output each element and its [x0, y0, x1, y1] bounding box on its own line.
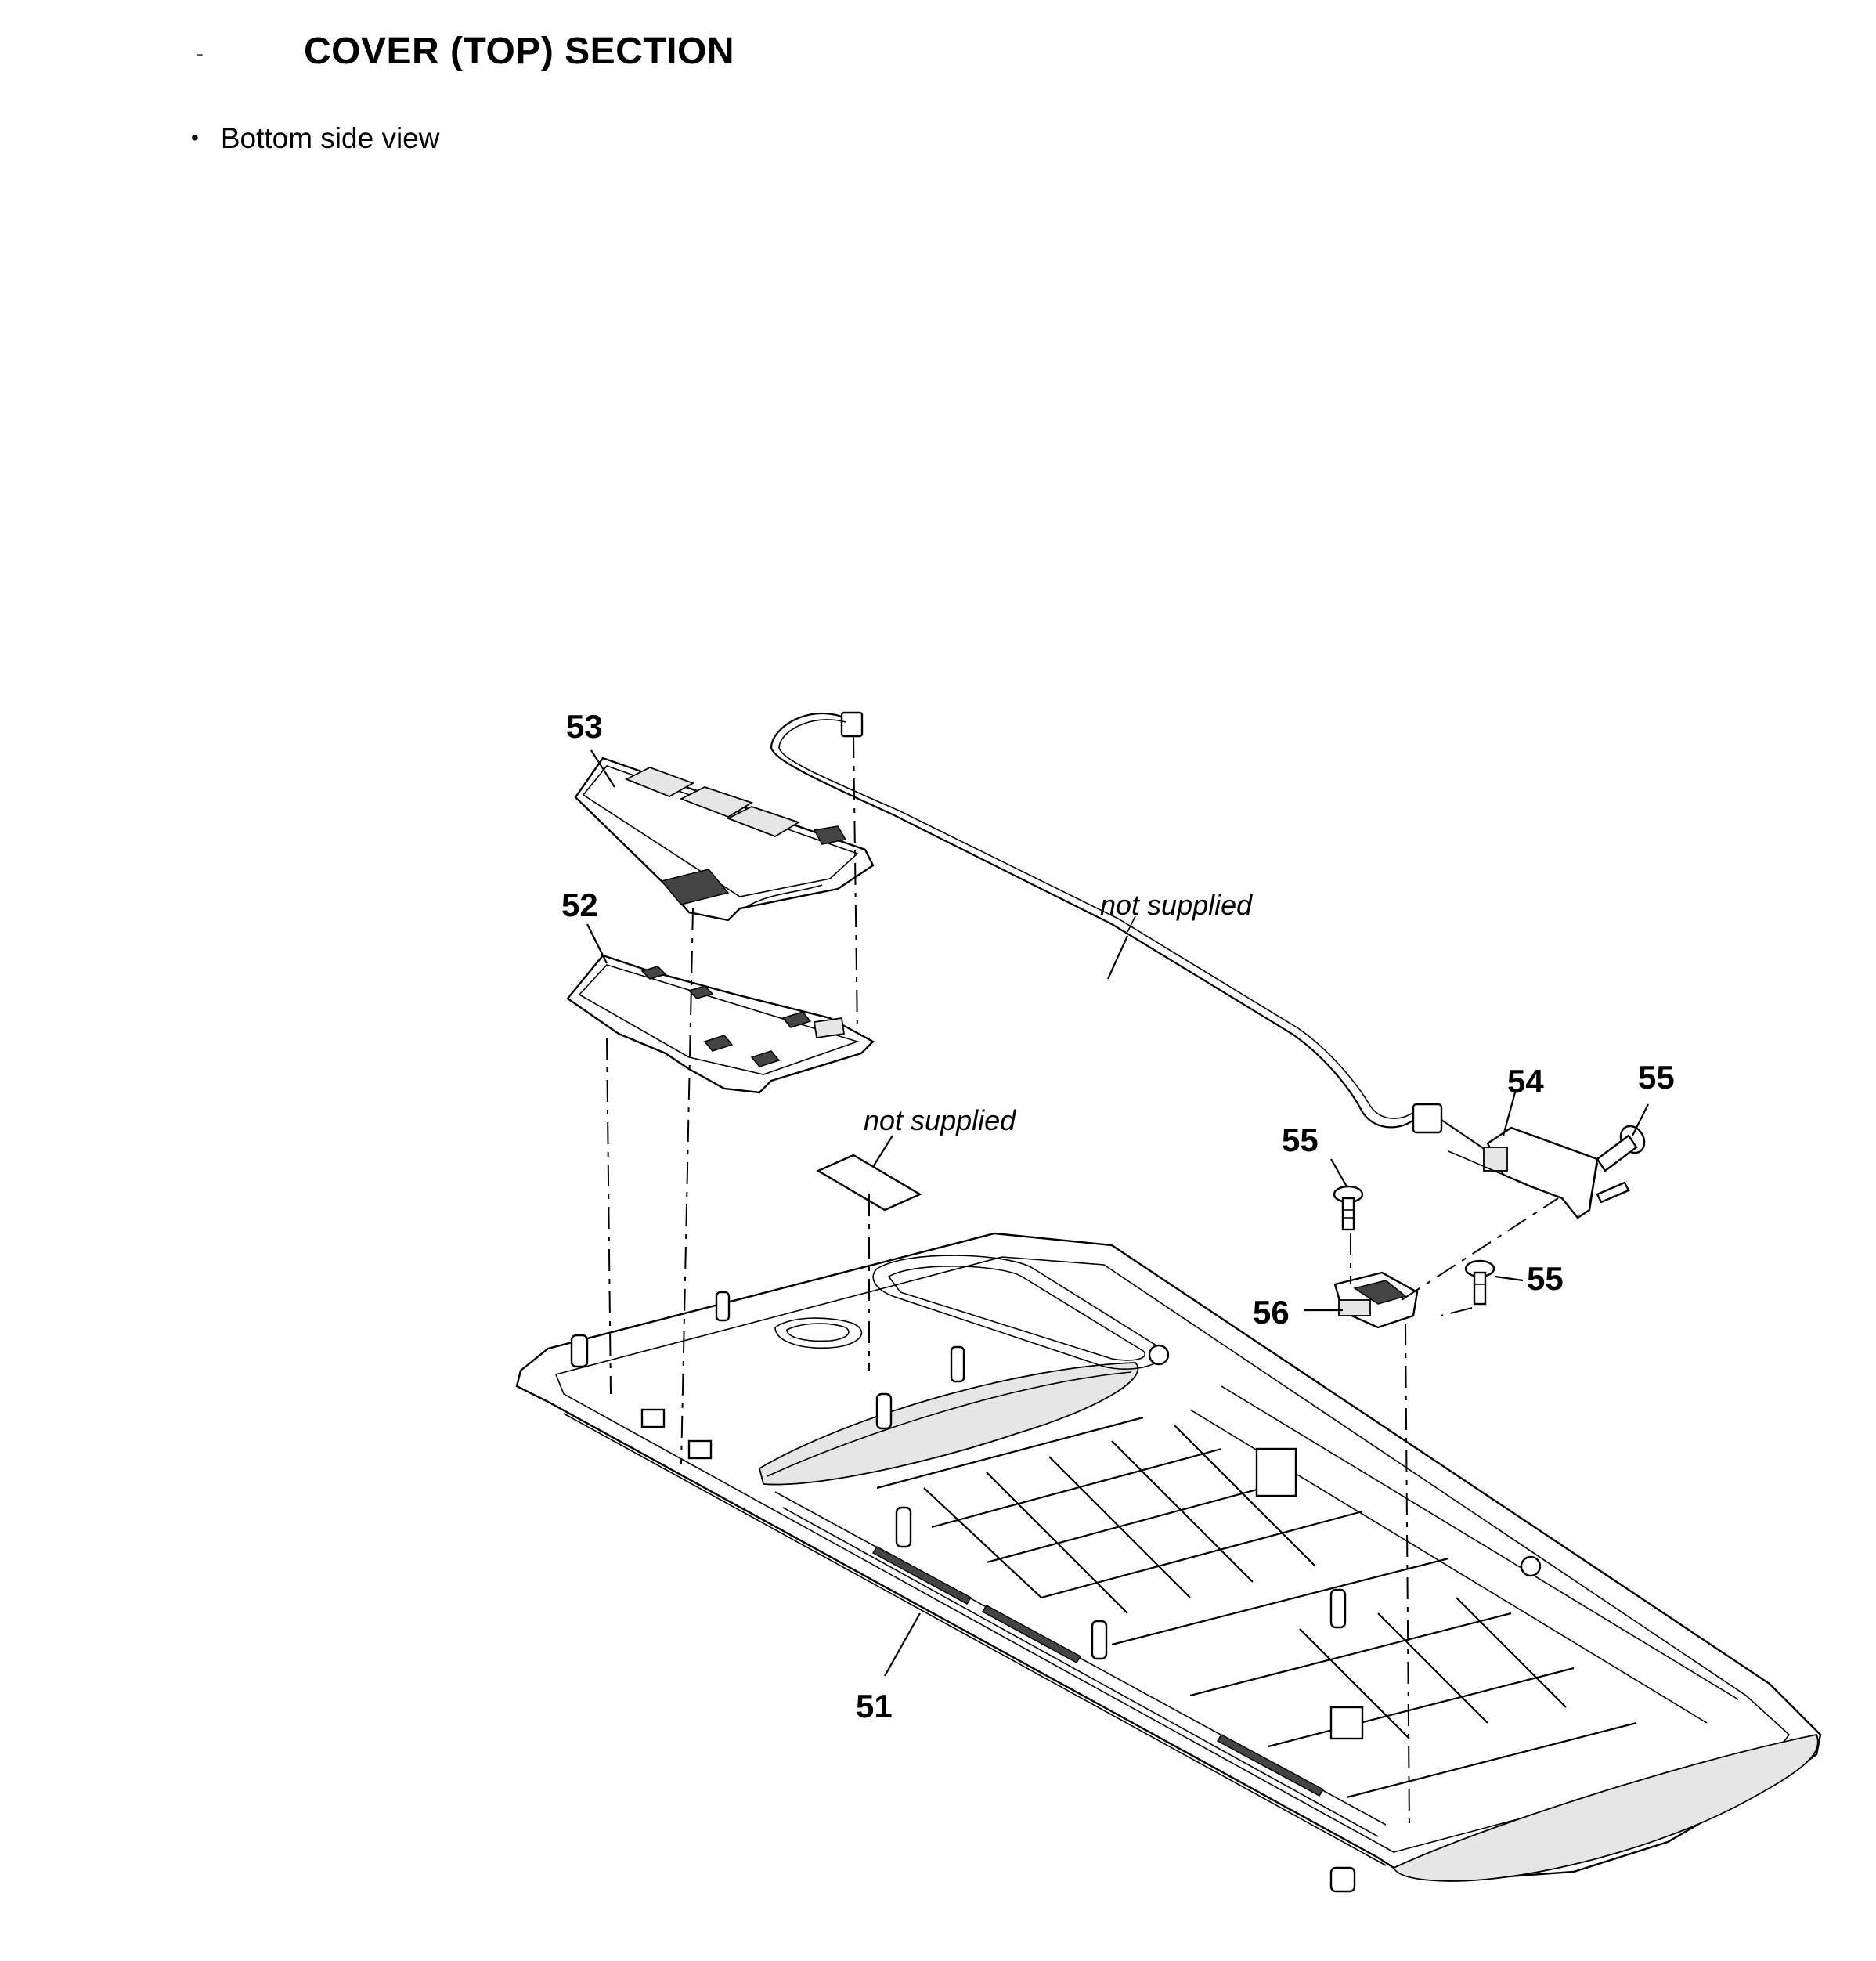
cover-top-housing	[515, 1232, 1822, 1893]
callout-55-top: 55	[1282, 1121, 1319, 1158]
bracket-56	[1333, 1271, 1419, 1329]
insulator-sheet	[816, 1154, 922, 1212]
assembly-guide-lines	[606, 735, 1559, 1829]
board-53	[574, 757, 875, 922]
note-sheet-not-supplied: not supplied	[864, 1104, 1016, 1136]
note-cable-not-supplied: not supplied	[1100, 889, 1253, 921]
callout-53: 53	[566, 708, 603, 745]
screw-55-right-top	[1596, 1125, 1646, 1204]
callout-51: 51	[856, 1688, 893, 1724]
sheet-52	[566, 954, 875, 1094]
screw-55-top	[1333, 1185, 1364, 1231]
switch-board-54	[1483, 1126, 1599, 1219]
bullet-mark: •	[191, 125, 199, 150]
view-caption-text: Bottom side view	[220, 122, 440, 154]
callout-55-right-top: 55	[1638, 1059, 1675, 1096]
callout-55-right: 55	[1527, 1260, 1564, 1297]
page-title: COVER (TOP) SECTION	[304, 31, 734, 72]
flex-cable	[770, 711, 1488, 1152]
callout-54: 54	[1507, 1063, 1544, 1100]
view-caption: • Bottom side view	[191, 122, 439, 155]
callout-leaders	[586, 749, 1649, 1677]
header-dash-mark: -	[196, 41, 204, 67]
screw-55-right	[1464, 1259, 1495, 1306]
callout-52: 52	[561, 887, 598, 923]
callout-56: 56	[1253, 1294, 1290, 1331]
